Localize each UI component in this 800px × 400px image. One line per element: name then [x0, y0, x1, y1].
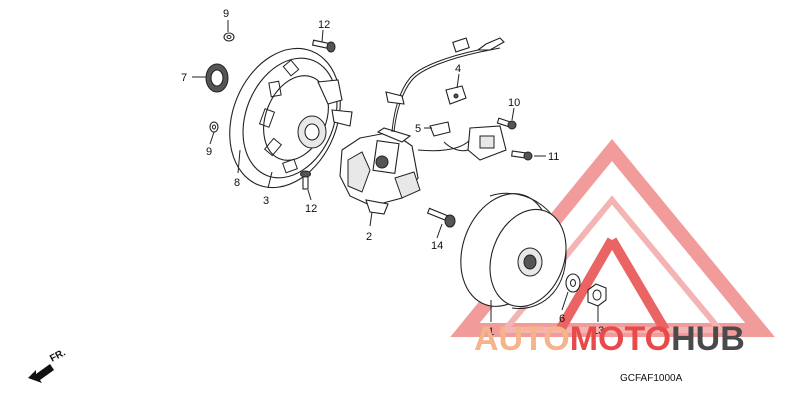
callout-13: 13 — [592, 325, 604, 337]
bolt-12-bottom — [300, 170, 311, 190]
callout-7: 7 — [181, 72, 187, 84]
leader-lines — [192, 20, 599, 322]
callout-9-bottom: 9 — [206, 146, 212, 158]
callout-14: 14 — [431, 240, 443, 252]
pulse-generator — [429, 121, 507, 161]
bolt-14 — [426, 207, 456, 228]
callout-2: 2 — [366, 231, 372, 243]
front-direction-marker: FR. — [28, 347, 68, 383]
bolt-11 — [511, 150, 533, 161]
wire-clamp — [445, 85, 467, 105]
callout-12-bottom: 12 — [305, 203, 317, 215]
stator-plate — [229, 47, 353, 189]
callout-5: 5 — [415, 123, 421, 135]
bolt-12-top — [311, 39, 336, 53]
callout-3: 3 — [263, 195, 269, 207]
front-label: FR. — [48, 347, 68, 364]
washer-9-bottom — [209, 121, 219, 133]
callout-9-top: 9 — [223, 8, 229, 20]
callout-1: 1 — [488, 326, 494, 338]
watermark-auto: AUTOMOTOHUB — [474, 320, 745, 358]
diagram-code: GCFAF1000A — [620, 373, 683, 384]
washer-6 — [565, 273, 581, 293]
oil-seal — [205, 63, 229, 93]
callout-11: 11 — [548, 151, 559, 163]
flywheel — [460, 192, 567, 309]
callout-10: 10 — [508, 97, 520, 109]
callout-8: 8 — [234, 177, 240, 189]
washer-9-top — [223, 32, 235, 42]
callout-12-top: 12 — [318, 19, 330, 31]
bolt-10 — [496, 117, 517, 130]
wire-harness — [385, 37, 505, 152]
callout-4: 4 — [455, 63, 461, 75]
callout-6: 6 — [559, 313, 565, 325]
watermark-text: AUTOMOTOHUB — [474, 320, 745, 358]
stator-assembly — [339, 127, 421, 215]
flywheel-nut — [587, 283, 607, 307]
